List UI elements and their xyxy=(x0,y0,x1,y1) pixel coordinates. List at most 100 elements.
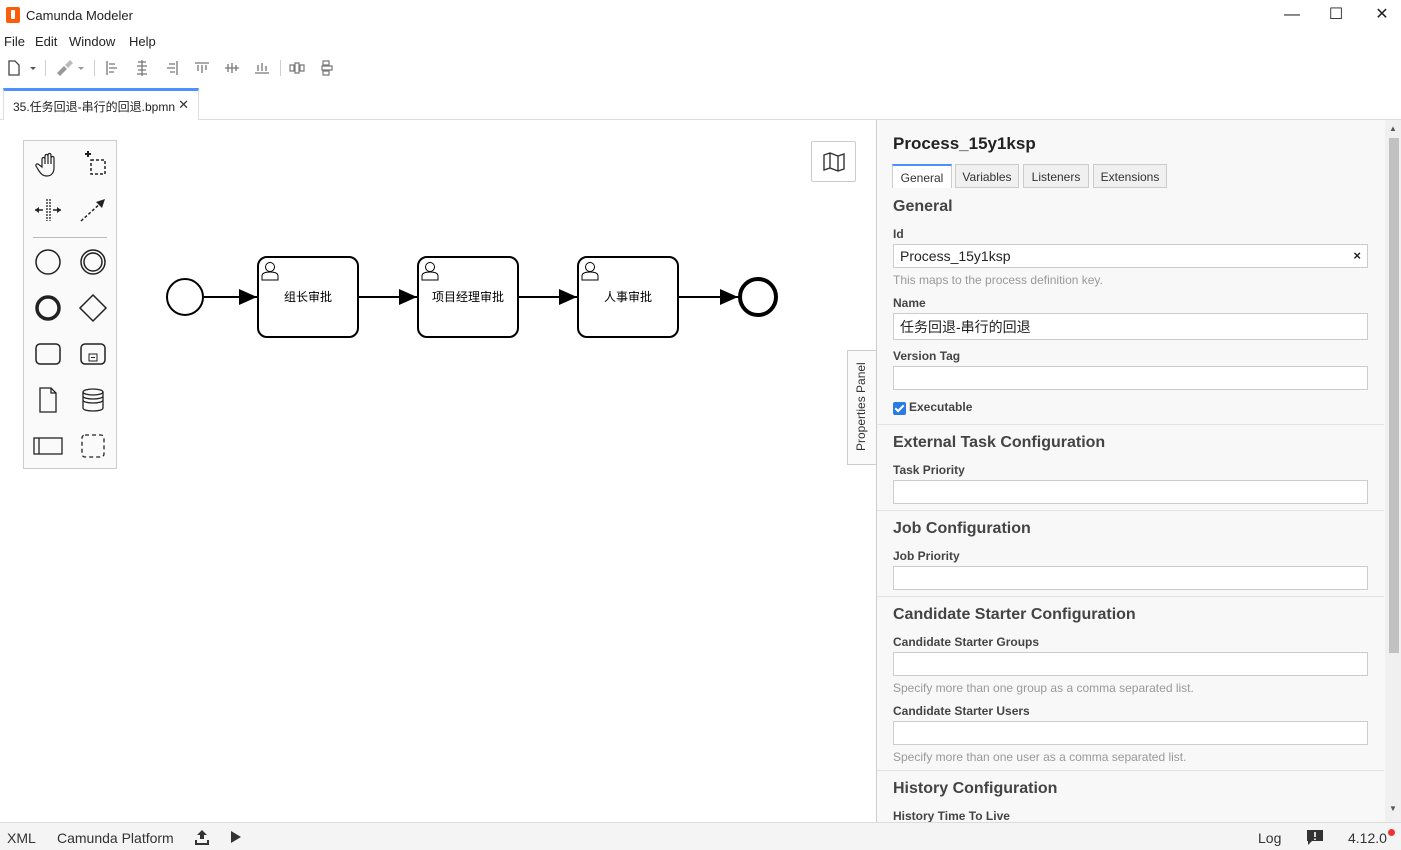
properties-panel: Process_15y1ksp General Variables Listen… xyxy=(876,120,1401,822)
align-bottom-button[interactable] xyxy=(252,58,272,78)
version-label[interactable]: 4.12.0 xyxy=(1348,830,1387,846)
create-data-store[interactable] xyxy=(76,383,110,417)
id-field[interactable]: Process_15y1ksp × xyxy=(893,244,1368,268)
diagram-canvas[interactable]: 组长审批 项目经理审批 人事审批 xyxy=(0,120,877,822)
play-icon xyxy=(231,831,241,843)
candidate-groups-field[interactable] xyxy=(893,652,1368,676)
camunda-logo-icon xyxy=(6,7,20,23)
task-label: 项目经理审批 xyxy=(432,289,504,304)
group-external-task-title: External Task Configuration xyxy=(893,434,1106,451)
properties-panel-toggle[interactable]: Properties Panel xyxy=(847,350,877,465)
align-right-icon xyxy=(167,61,178,75)
task-label: 组长审批 xyxy=(284,289,332,304)
candidate-groups-label: Candidate Starter Groups xyxy=(893,635,1040,649)
hand-tool[interactable] xyxy=(31,147,65,181)
minimize-button[interactable]: — xyxy=(1284,6,1300,23)
start-instance-button[interactable] xyxy=(229,829,243,848)
distribute-vertical-icon xyxy=(321,60,333,76)
group-icon xyxy=(81,434,105,458)
create-group[interactable] xyxy=(76,429,110,463)
palette-separator xyxy=(33,237,107,238)
align-left-button[interactable] xyxy=(102,58,122,78)
user-task[interactable]: 人事审批 xyxy=(577,256,679,338)
minimap-toggle-button[interactable] xyxy=(811,141,856,182)
task-priority-field[interactable] xyxy=(893,480,1368,504)
align-middle-button[interactable] xyxy=(222,58,242,78)
job-priority-field[interactable] xyxy=(893,566,1368,590)
space-tool[interactable] xyxy=(31,193,65,227)
status-bar: XML Camunda Platform Log 4.12.0 xyxy=(0,822,1401,850)
create-end-event[interactable] xyxy=(31,291,65,325)
create-pool[interactable] xyxy=(31,429,65,463)
close-window-button[interactable]: ✕ xyxy=(1375,6,1389,23)
deploy-button[interactable] xyxy=(194,829,210,848)
align-right-button[interactable] xyxy=(162,58,182,78)
new-file-button[interactable] xyxy=(4,58,38,78)
element-id-title: Process_15y1ksp xyxy=(893,134,1036,153)
scroll-up-icon[interactable]: ▲ xyxy=(1389,124,1397,133)
task-label: 人事审批 xyxy=(604,289,652,304)
menu-window[interactable]: Window xyxy=(69,34,116,49)
version-tag-label: Version Tag xyxy=(893,349,961,363)
candidate-users-hint: Specify more than one user as a comma se… xyxy=(893,750,1187,764)
id-hint: This maps to the process definition key. xyxy=(893,273,1103,287)
name-field[interactable]: 任务回退-串行的回退 xyxy=(893,313,1368,340)
properties-scrollbar[interactable]: ▲ ▼ xyxy=(1385,120,1401,822)
user-task[interactable]: 项目经理审批 xyxy=(417,256,519,338)
xml-view-button[interactable]: XML xyxy=(7,830,36,846)
create-data-object[interactable] xyxy=(31,383,65,417)
create-intermediate-event[interactable] xyxy=(76,245,110,279)
create-gateway[interactable] xyxy=(76,291,110,325)
align-center-button[interactable] xyxy=(132,58,152,78)
title-bar: Camunda Modeler — ☐ ✕ xyxy=(0,0,1401,32)
create-start-event[interactable] xyxy=(31,245,65,279)
tab-variables[interactable]: Variables xyxy=(955,164,1019,188)
lasso-tool[interactable] xyxy=(76,147,110,181)
user-icon xyxy=(581,262,599,281)
user-task[interactable]: 组长审批 xyxy=(257,256,359,338)
align-center-icon xyxy=(137,60,147,76)
engine-profile-button[interactable]: Camunda Platform xyxy=(57,830,174,846)
menu-edit[interactable]: Edit xyxy=(35,34,58,49)
tab-general[interactable]: General xyxy=(892,164,952,188)
menu-help[interactable]: Help xyxy=(129,34,156,49)
start-event[interactable] xyxy=(166,278,204,316)
align-top-button[interactable] xyxy=(192,58,212,78)
group-separator xyxy=(877,424,1384,425)
scrollbar-thumb[interactable] xyxy=(1389,138,1399,653)
candidate-users-field[interactable] xyxy=(893,721,1368,745)
lasso-icon xyxy=(85,151,106,175)
history-ttl-label: History Time To Live xyxy=(893,809,1010,822)
color-picker-button[interactable] xyxy=(54,58,88,78)
distribute-horizontal-button[interactable] xyxy=(287,58,307,78)
menu-file[interactable]: File xyxy=(4,34,25,49)
data-object-icon xyxy=(39,387,57,413)
create-subprocess[interactable] xyxy=(76,337,110,371)
tab-bar: 35.任务回退-串行的回退.bpmn ✕ xyxy=(0,86,1401,120)
version-tag-field[interactable] xyxy=(893,366,1368,390)
executable-checkbox[interactable] xyxy=(893,402,906,415)
bpmn-diagram: 组长审批 项目经理审批 人事审批 xyxy=(166,256,778,338)
tab-listeners[interactable]: Listeners xyxy=(1023,164,1089,188)
distribute-horizontal-icon xyxy=(289,62,305,74)
scroll-down-icon[interactable]: ▼ xyxy=(1389,804,1397,813)
start-event-icon xyxy=(35,249,61,275)
job-priority-label: Job Priority xyxy=(893,549,960,563)
tab-diagram-file[interactable]: 35.任务回退-串行的回退.bpmn ✕ xyxy=(3,88,199,120)
tab-extensions[interactable]: Extensions xyxy=(1093,164,1167,188)
user-icon xyxy=(261,262,279,281)
distribute-vertical-button[interactable] xyxy=(317,58,337,78)
log-button[interactable]: Log xyxy=(1258,830,1282,846)
feedback-button[interactable] xyxy=(1306,829,1324,849)
toolbar-separator xyxy=(94,60,95,76)
pool-icon xyxy=(33,437,63,455)
group-separator xyxy=(877,510,1384,511)
create-task[interactable] xyxy=(31,337,65,371)
end-event[interactable] xyxy=(738,277,778,317)
clear-id-button[interactable]: × xyxy=(1353,248,1361,263)
group-candidate-title: Candidate Starter Configuration xyxy=(893,606,1136,623)
tab-close-icon[interactable]: ✕ xyxy=(178,97,189,112)
global-connect-tool[interactable] xyxy=(76,193,110,227)
tool-palette xyxy=(23,140,117,469)
maximize-button[interactable]: ☐ xyxy=(1328,6,1344,23)
